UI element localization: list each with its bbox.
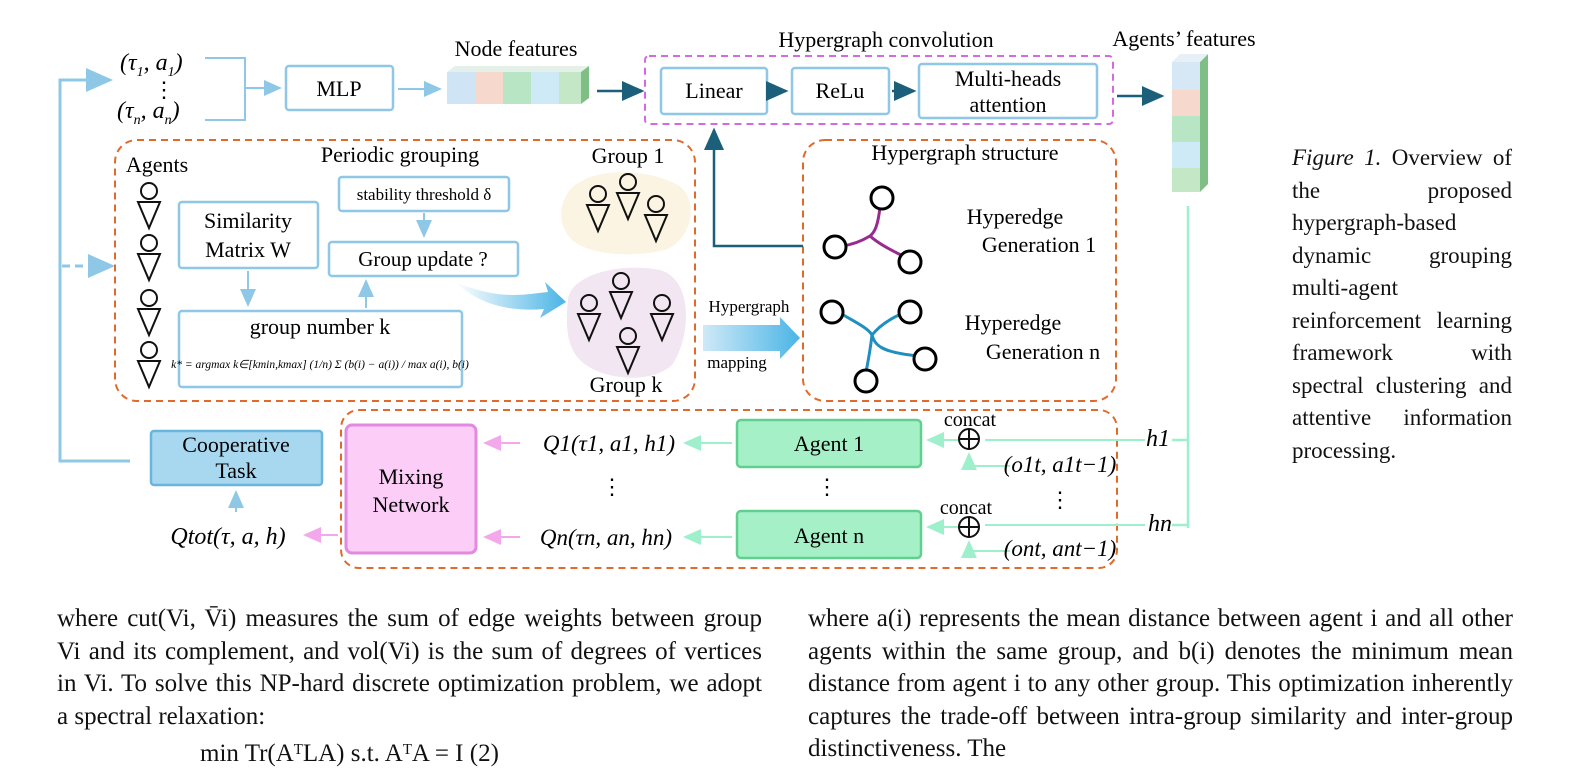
- grouping-swoosh: [455, 282, 566, 318]
- hyperedge1-label-1: Hyperedge: [967, 204, 1064, 229]
- attention-label-1: Multi-heads: [955, 66, 1061, 91]
- hyperedge1-label-2: Generation 1: [982, 232, 1096, 257]
- mixing-network-box: [344, 423, 478, 555]
- hypergraph-structure-frame: [802, 139, 1117, 402]
- right-column-paragraph: where a(i) represents the mean distance …: [808, 605, 1513, 762]
- agent-icons: [136, 182, 162, 390]
- hyperedgen-label-2: Generation n: [986, 339, 1100, 364]
- h1-label: h1: [1146, 426, 1170, 452]
- attention-box: [917, 62, 1099, 120]
- caption-label: Figure 1.: [1292, 145, 1382, 170]
- concat-label-2: concat: [940, 497, 993, 519]
- obs-dots: ⋮: [1049, 487, 1071, 512]
- spectral-relaxation-equation: min Tr(AᵀLA) s.t. AᵀA = I (2): [200, 740, 499, 767]
- concat-icon-1: [958, 428, 980, 450]
- hyperedgen-label-1: Hyperedge: [965, 310, 1062, 335]
- group-update-box: [327, 240, 520, 278]
- similarity-label-2: Matrix W: [205, 237, 291, 262]
- linear-label: Linear: [685, 78, 743, 103]
- framework-figure: (τ1, a1) ⋮ (τn, an) MLP Node features Hy…: [58, 26, 1256, 569]
- group-number-box: [177, 309, 464, 389]
- hypergraph-mapping-label-1: Hypergraph: [709, 297, 790, 316]
- group-number-label: group number k: [250, 314, 391, 339]
- hypergraph-mapping-label-2: mapping: [707, 353, 767, 372]
- on-label: (ont, ant−1): [1004, 536, 1117, 561]
- figure-caption: Figure 1. Overview of the proposed hyper…: [1292, 142, 1512, 467]
- groupk-icons: [576, 272, 675, 376]
- input-first: (τ1, a1): [120, 50, 183, 80]
- features-to-h-line: [1172, 206, 1190, 528]
- stability-label: stability threshold δ: [357, 185, 492, 204]
- node-features-cubes: [447, 66, 589, 104]
- hypergraph-conv-title: Hypergraph convolution: [778, 27, 993, 52]
- hypergraph-conv-frame: [644, 55, 1114, 125]
- group1-icons: [585, 173, 669, 244]
- similarity-box: [177, 200, 320, 270]
- q1-label: Q1(τ1, a1, h1): [543, 431, 675, 456]
- bottom-frame: [340, 409, 1118, 569]
- input-last: (τn, an): [117, 98, 180, 128]
- feedback-line: [58, 68, 130, 463]
- agents-features-label: Agents’ features: [1112, 26, 1255, 51]
- hn-label: hn: [1148, 511, 1172, 537]
- qtot-label: Qtot(τ, a, h): [170, 524, 285, 550]
- agentn-box: [735, 509, 923, 560]
- agent1-box: [735, 418, 923, 469]
- q-dots: ⋮: [601, 474, 623, 499]
- agents-label: Agents: [126, 152, 188, 177]
- mlp-label: MLP: [316, 76, 361, 101]
- agentn-label: Agent n: [794, 523, 864, 548]
- input-dots: ⋮: [153, 77, 175, 102]
- groupk-blob: [566, 267, 686, 378]
- periodic-grouping-frame: [114, 139, 696, 402]
- mixing-label-1: Mixing: [379, 464, 444, 489]
- cooperative-box: [149, 429, 324, 487]
- similarity-label-1: Similarity: [204, 208, 292, 233]
- attention-label-2: attention: [970, 92, 1047, 117]
- relu-box: [790, 66, 891, 116]
- agents-features-stack: [1172, 54, 1208, 192]
- mixing-label-2: Network: [373, 492, 450, 517]
- agent1-label: Agent 1: [794, 431, 864, 456]
- group-update-label: Group update ?: [358, 247, 487, 271]
- stability-box: [337, 175, 511, 213]
- relu-label: ReLu: [816, 78, 865, 103]
- node-features-label: Node features: [455, 36, 578, 61]
- hypergraph-structure-title: Hypergraph structure: [871, 140, 1058, 165]
- k-formula: k* = argmax k∈[kmin,kmax] (1/n) Σ (b(i) …: [171, 359, 469, 371]
- qn-label: Qn(τn, an, hn): [540, 525, 672, 550]
- left-column-paragraph: where cut(Vi, V̄i) measures the sum of e…: [57, 605, 762, 730]
- periodic-grouping-title: Periodic grouping: [321, 142, 479, 167]
- concat-icon-2: [958, 516, 980, 538]
- cooperative-label-2: Task: [215, 458, 256, 483]
- hyperedge1-graph: [822, 185, 923, 275]
- group1-label: Group 1: [592, 143, 665, 168]
- structure-to-linear-line: [704, 127, 803, 248]
- hypergraph-mapping-arrow: [703, 317, 800, 359]
- hyperedgen-graph: [819, 299, 938, 394]
- caption-text: Overview of the proposed hypergraph-base…: [1292, 145, 1512, 463]
- mlp-box: [284, 64, 395, 112]
- groupk-label: Group k: [590, 372, 663, 397]
- agent-dots: ⋮: [816, 474, 838, 499]
- cooperative-label-1: Cooperative: [182, 432, 290, 457]
- o1-label: (o1t, a1t−1): [1004, 452, 1117, 477]
- input-bracket: [205, 57, 280, 121]
- concat-label-1: concat: [944, 409, 997, 431]
